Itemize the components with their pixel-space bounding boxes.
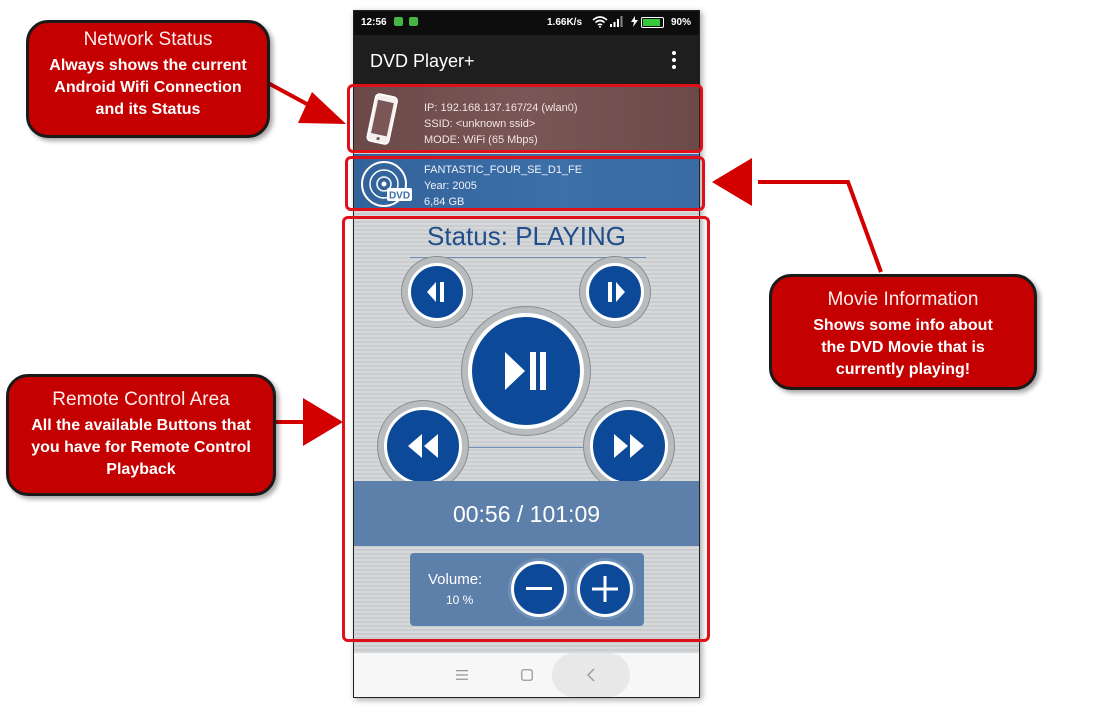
playback-status: Status: PLAYING <box>427 221 626 251</box>
arrow-head <box>712 158 752 206</box>
minus-icon <box>526 587 552 590</box>
android-nav-bar <box>354 653 699 697</box>
step-back-icon <box>427 282 444 302</box>
playback-time: 00:56 / 101:09 <box>452 501 601 527</box>
movie-title: FANTASTIC_FOUR_SE_D1_FE <box>424 164 583 176</box>
more-vertical-icon[interactable] <box>666 51 682 73</box>
network-status-callout: Network Status Always shows the current … <box>26 20 270 138</box>
home-icon[interactable] <box>521 669 533 681</box>
network-mode: MODE: WiFi (65 Mbps) <box>424 134 538 146</box>
fast-forward-button[interactable] <box>590 407 668 485</box>
previous-chapter-button[interactable] <box>408 263 466 321</box>
status-time: 12:56 <box>361 17 387 28</box>
wifi-icon <box>592 16 608 28</box>
callout-heading: Movie Information <box>827 289 979 310</box>
volume-control: Volume: 10 % <box>410 553 644 626</box>
smartphone-icon <box>366 93 398 145</box>
remote-control-callout: Remote Control Area All the available Bu… <box>6 374 276 496</box>
dvd-icon-label: DVD <box>389 191 410 202</box>
charging-icon <box>631 16 638 27</box>
callout-body: Shows some info about the DVD Movie that… <box>813 317 993 378</box>
volume-up-button[interactable] <box>577 561 633 617</box>
play-pause-button[interactable] <box>468 313 584 429</box>
step-forward-icon <box>608 282 625 302</box>
network-ssid: SSID: <unknown ssid> <box>424 118 536 130</box>
movie-information-callout: Movie Information Shows some info about … <box>769 274 1037 390</box>
phone-screen: 12:56 1.66K/s 90% DVD Player+ <box>353 10 700 698</box>
fast-forward-icon <box>614 434 644 458</box>
volume-value: 10 % <box>446 593 474 607</box>
signal-icon <box>610 16 623 27</box>
network-highlight <box>347 84 703 153</box>
battery-icon <box>641 17 664 28</box>
volume-down-button[interactable] <box>511 561 567 617</box>
remote-highlight <box>342 216 710 642</box>
callout-heading: Remote Control Area <box>52 389 230 410</box>
next-chapter-button[interactable] <box>586 263 644 321</box>
divider <box>452 447 602 448</box>
status-bar: 12:56 1.66K/s 90% <box>354 11 699 35</box>
dvd-disc-icon: DVD <box>361 161 412 207</box>
back-icon[interactable] <box>587 668 595 682</box>
arrow-head <box>298 92 346 124</box>
battery-percent: 90% <box>671 17 692 28</box>
playback-time-bar: 00:56 / 101:09 <box>354 481 699 546</box>
arrow-head <box>303 398 343 446</box>
network-status-panel: IP: 192.168.137.167/24 (wlan0) SSID: <un… <box>354 87 699 153</box>
app-title: DVD Player+ <box>370 51 475 71</box>
movie-highlight <box>345 156 705 211</box>
plus-icon <box>592 576 618 602</box>
notification-icon <box>409 17 418 26</box>
rewind-button[interactable] <box>384 407 462 485</box>
callout-body: All the available Buttons that you have … <box>31 417 251 478</box>
network-speed: 1.66K/s <box>547 17 583 28</box>
rewind-icon <box>408 434 438 458</box>
movie-year: Year: 2005 <box>424 180 477 192</box>
movie-size: 6,84 GB <box>424 196 465 208</box>
app-bar: DVD Player+ <box>354 35 699 87</box>
volume-label: Volume: <box>428 571 483 588</box>
back-button-background <box>552 653 630 697</box>
callout-heading: Network Status <box>83 29 213 50</box>
movie-info-panel: DVD FANTASTIC_FOUR_SE_D1_FE Year: 2005 6… <box>354 154 699 210</box>
divider <box>410 257 646 258</box>
menu-icon[interactable] <box>456 670 468 680</box>
remote-control-area: Status: PLAYING <box>354 211 699 653</box>
play-pause-icon <box>505 352 546 390</box>
network-ip: IP: 192.168.137.167/24 (wlan0) <box>424 102 578 114</box>
notification-icon <box>394 17 403 26</box>
callout-body: Always shows the current Android Wifi Co… <box>49 57 247 118</box>
